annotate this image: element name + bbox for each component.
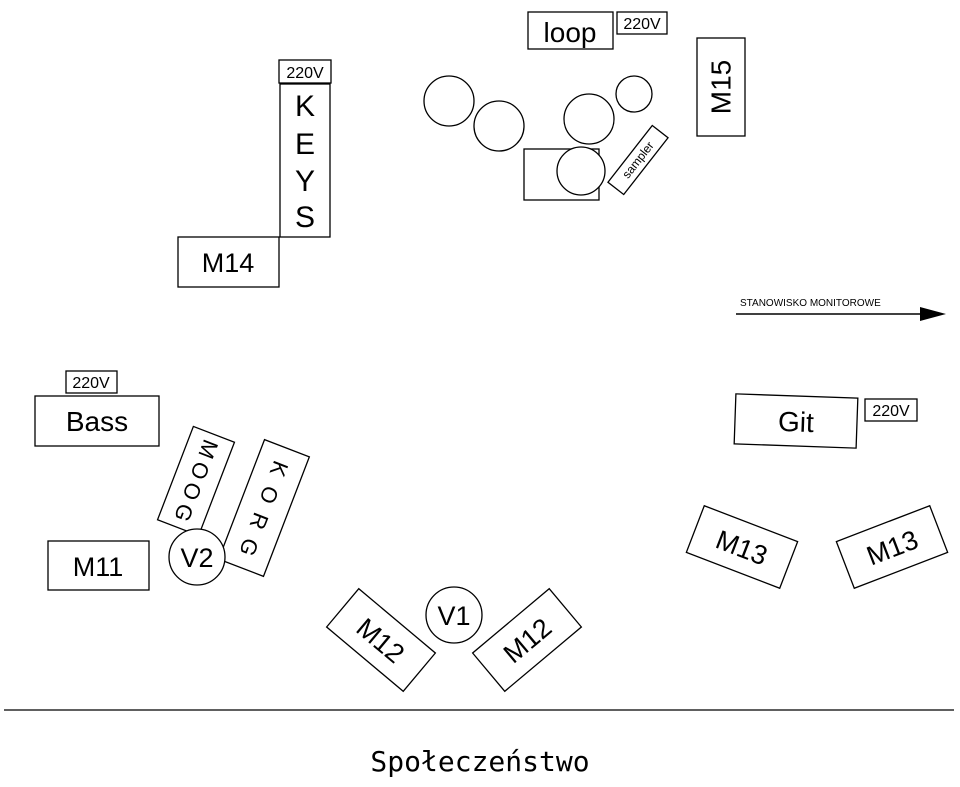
m11-monitor [47,540,150,591]
m14-label: M14 [202,248,255,278]
loop-label: loop [544,17,597,48]
git-power-box [864,398,918,422]
git-amp: Git [733,393,859,449]
m11-label: M11 [73,552,124,582]
monitor-station-arrowhead [920,307,946,321]
m12-right-monitor: M12 [471,587,583,693]
m13-right-box [835,504,949,590]
bass-label: Bass [66,406,128,437]
m14-monitor [177,236,280,288]
m12-left-monitor: M12 [325,587,437,693]
sampler-box [607,124,669,196]
loop-power-label: 220V [623,16,661,33]
keys-power-box [278,59,332,84]
v2-vocal-mic [168,528,226,586]
v2-label: V2 [180,543,213,573]
bass-power-box [65,370,118,394]
keys-power-label: 220V [286,65,324,82]
sampler: sampler [607,124,669,196]
moog-synth: M O O G [156,425,236,537]
m12-left-box [325,587,437,693]
moog-box [156,425,236,537]
v1-label: V1 [437,601,470,631]
git-box [733,393,859,449]
monitor-station-label: STANOWISKO MONITOROWE [740,298,881,309]
drum-tom-1 [423,75,475,127]
drum-kit [423,75,653,201]
loop-box [527,11,614,50]
git-label: Git [778,406,815,438]
bass-power-label: 220V [72,375,110,392]
m15-label: M15 [706,60,737,114]
v1-vocal-mic [425,586,483,644]
m13-left-box [685,504,799,590]
drum-cymbal [615,75,653,113]
keys-letter: E [295,128,315,161]
keys-instrument [279,83,331,238]
m15-monitor [696,37,746,137]
audience-label: Społeczeństwo [370,745,589,778]
korg-box [217,438,311,578]
drum-tom-3 [563,93,615,145]
korg-synth: K O R G [217,438,311,578]
m12-right-box [471,587,583,693]
m13-right-monitor: M13 [835,504,949,590]
keys-letter: S [295,201,315,234]
keys-letter: K [295,90,315,123]
loop-power-box [616,11,668,35]
drum-snare [556,146,606,196]
bass-amp [34,395,160,447]
m13-left-monitor: M13 [685,504,799,590]
git-power-label: 220V [872,403,910,420]
drum-tom-2 [473,100,525,152]
keys-letter: Y [295,165,315,198]
